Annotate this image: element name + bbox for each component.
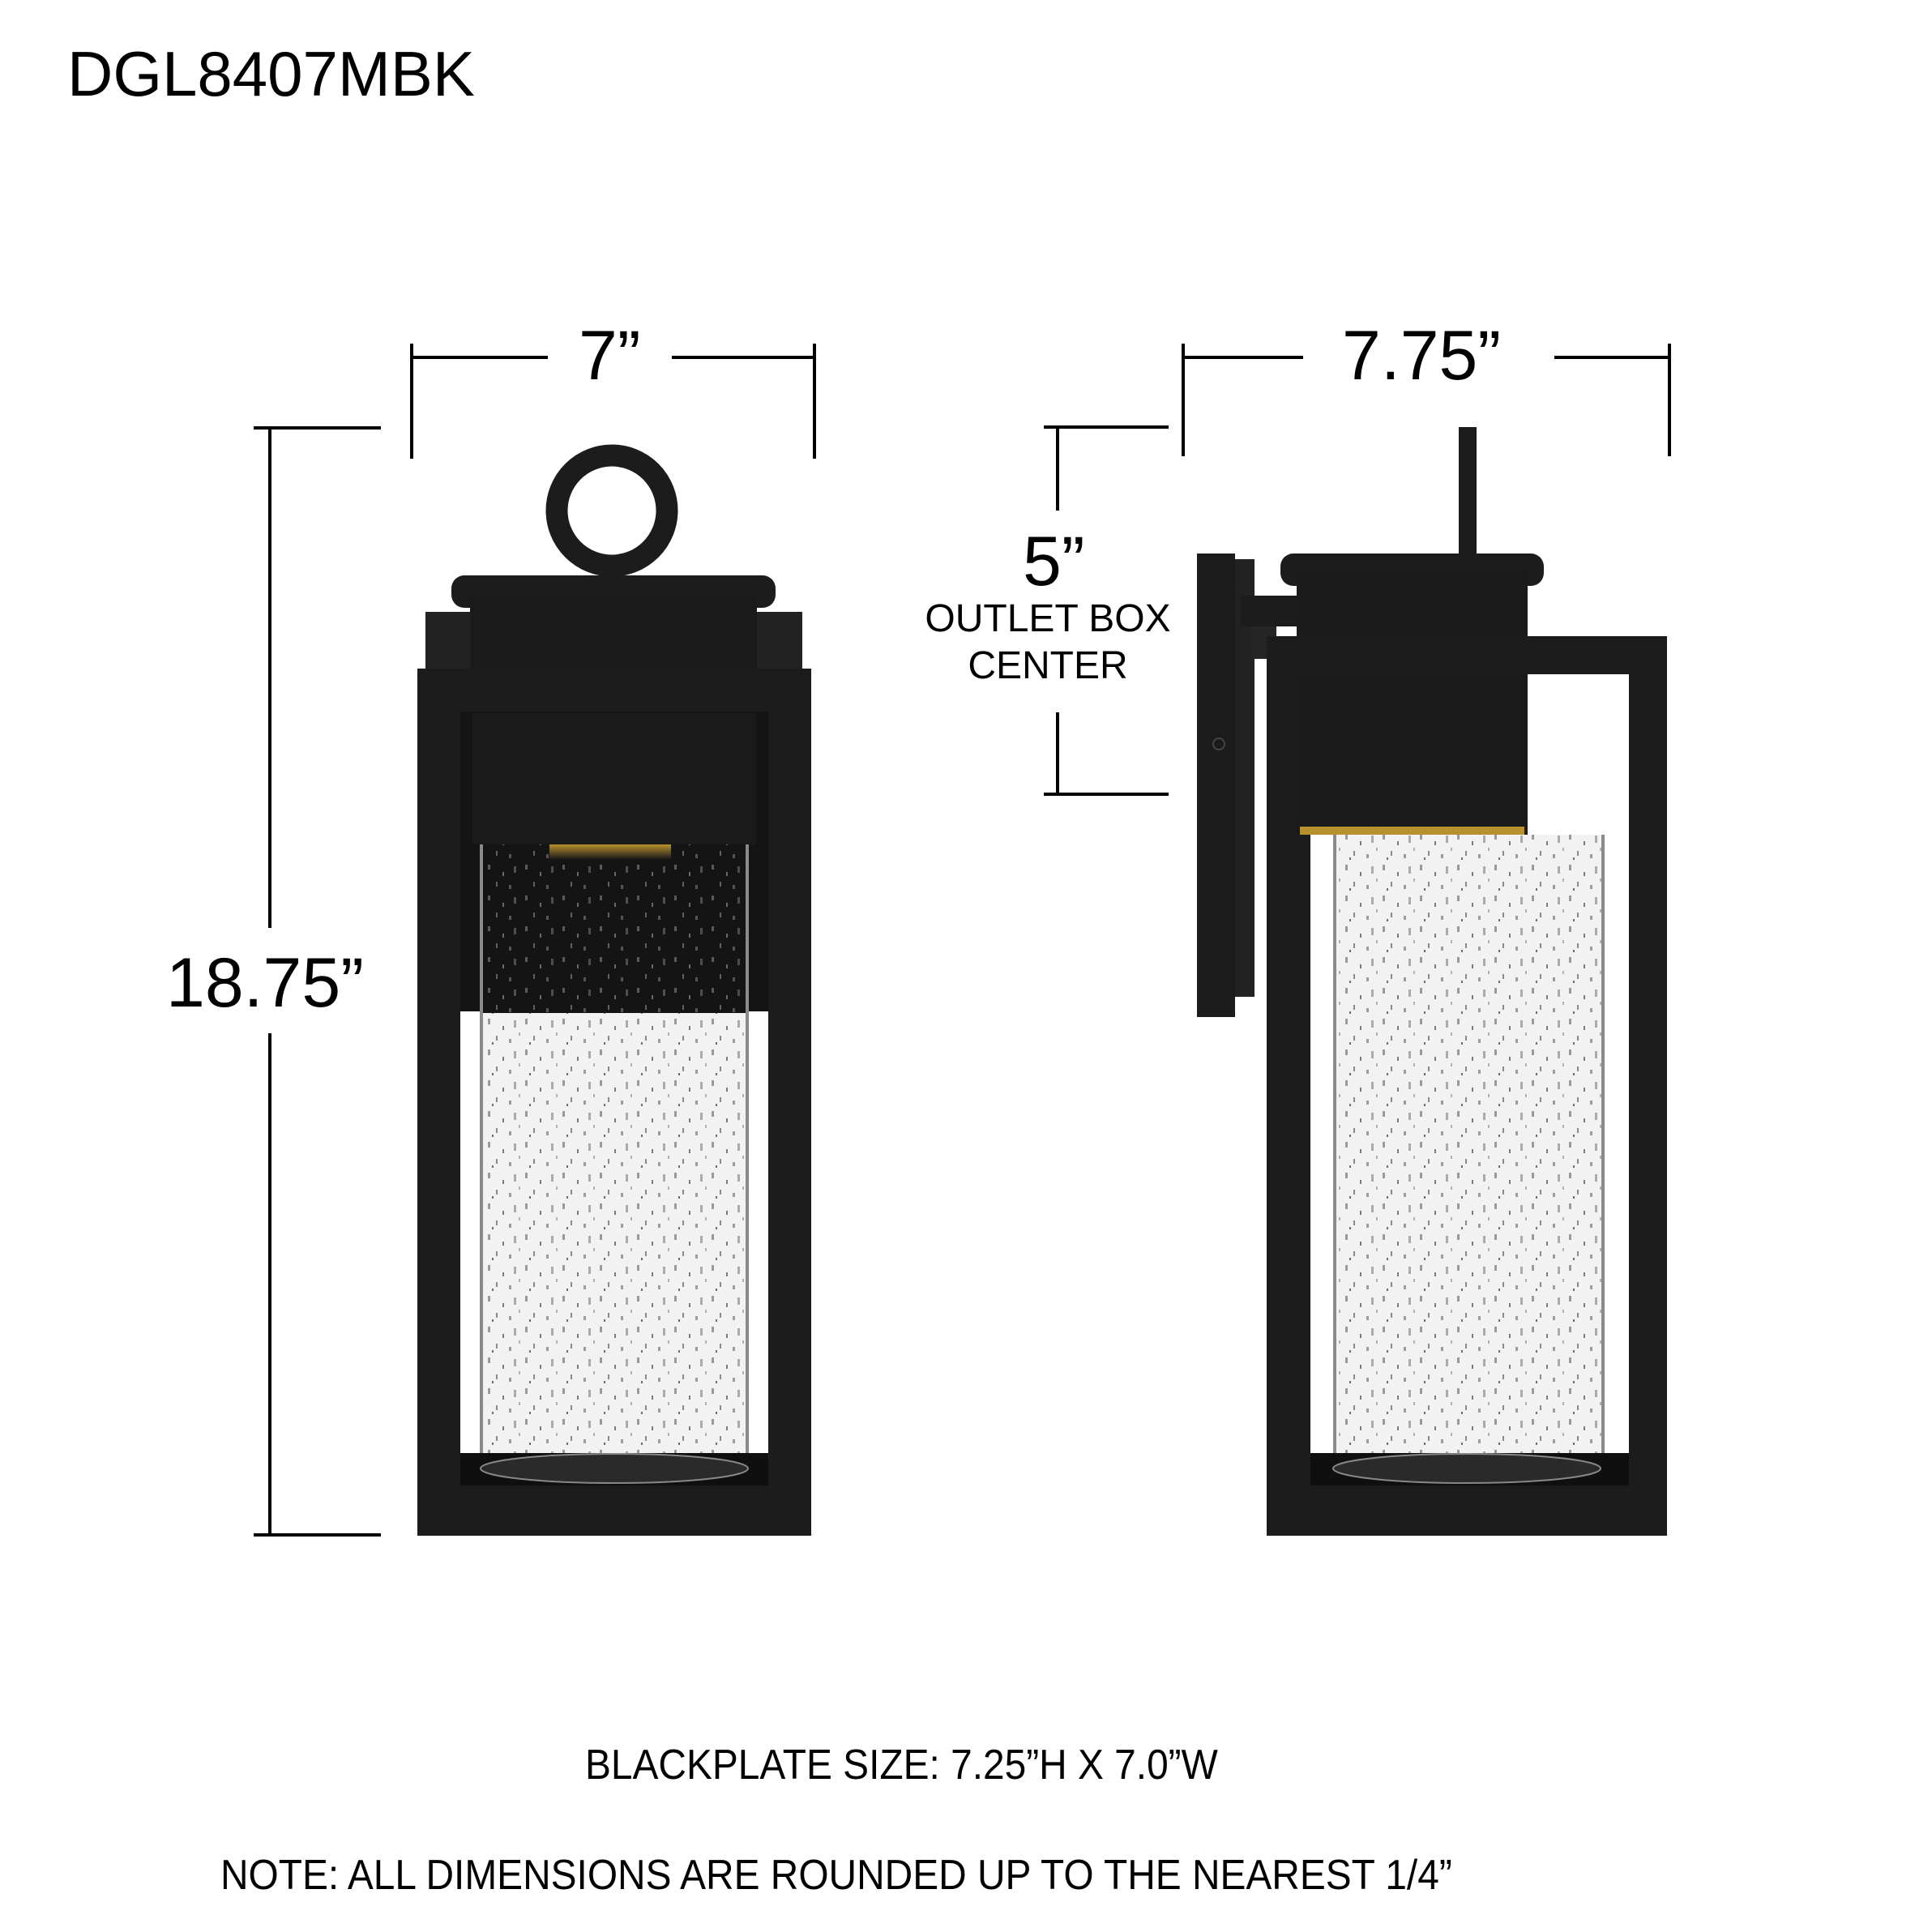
model-number-title: DGL8407MBK <box>67 38 475 109</box>
outlet-caption: OUTLET BOX CENTER <box>914 596 1182 689</box>
dimension-lines <box>254 344 1671 1537</box>
hanging-ring-icon <box>545 444 678 577</box>
front-view-lantern <box>417 444 811 1536</box>
side-depth-label: 7.75” <box>1342 317 1502 395</box>
backplate-size-note: BLACKPLATE SIZE: 7.25”H X 7.0”W <box>585 1742 1218 1789</box>
rounding-note: NOTE: ALL DIMENSIONS ARE ROUNDED UP TO T… <box>220 1852 1452 1899</box>
outlet-caption-line1: OUTLET BOX <box>925 597 1171 640</box>
side-view-lantern <box>1197 427 1667 1536</box>
front-height-label: 18.75” <box>166 944 364 1022</box>
front-width-label: 7” <box>579 317 641 395</box>
outlet-caption-line2: CENTER <box>968 643 1128 687</box>
screw-icon <box>1212 737 1225 750</box>
outlet-distance-label: 5” <box>1023 523 1085 601</box>
